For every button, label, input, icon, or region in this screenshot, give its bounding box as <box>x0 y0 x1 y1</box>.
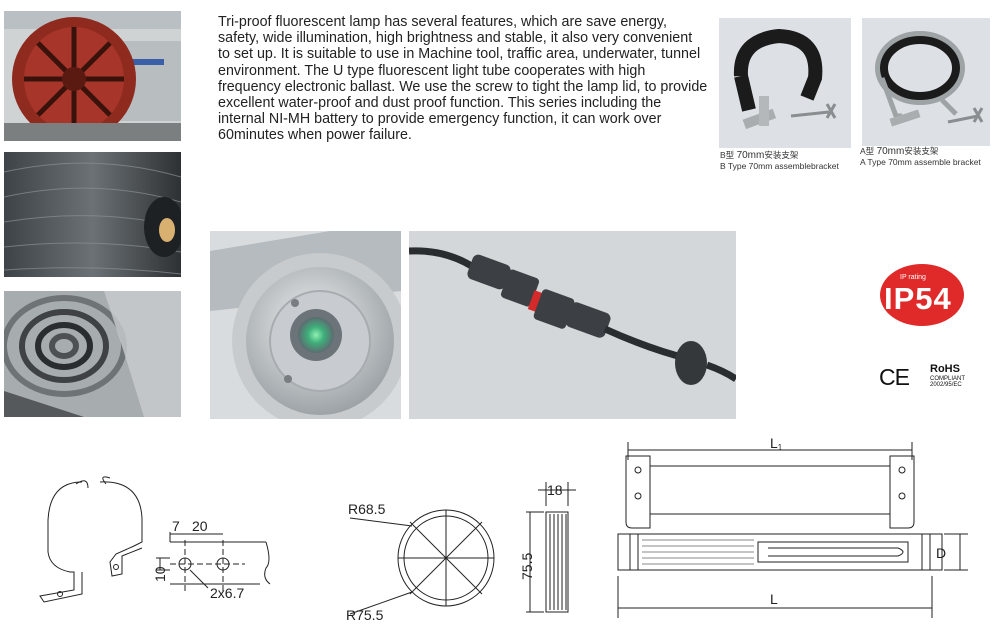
bracket-a-letter: A <box>860 146 866 156</box>
bracket-a-photo <box>862 18 990 146</box>
lamp-l1-subscript: 1 <box>778 443 783 452</box>
lamp-technical-drawing: L1 D L <box>617 436 968 618</box>
waterproof-connector-photo <box>409 231 736 419</box>
bracket-b-size: 70mm <box>736 150 765 161</box>
product-description: Tri-proof fluorescent lamp has several f… <box>218 14 708 144</box>
dim-7-label: 7 <box>172 518 180 534</box>
endcap-height-label: 75.5 <box>519 553 535 580</box>
ce-mark: CE <box>879 364 910 390</box>
endcap-width-label: 18 <box>547 482 563 498</box>
dim-10-label: 10 <box>152 566 168 582</box>
bracket-b-en: B Type 70mm assemblebracket <box>720 161 839 171</box>
bracket-technical-drawing: 7 20 10 2x6.7 <box>39 476 271 603</box>
bracket-b-cn-name: 安装支架 <box>764 151 799 161</box>
lamp-d-label: D <box>936 545 946 561</box>
bracket-a-caption: A型 70mm安装支架 A Type 70mm assemble bracket <box>860 146 1000 167</box>
ip-rating-small-label: IP rating <box>900 274 926 281</box>
bracket-a-en: A Type 70mm assemble bracket <box>860 157 981 167</box>
tunnel-boring-machine-photo <box>4 11 181 141</box>
rohs-directive: 2002/95/EC <box>930 382 962 388</box>
tunnel-interior-photo <box>4 152 181 277</box>
lamp-endcap-photo <box>210 231 401 419</box>
endcap-technical-drawing: R68.5 R75.5 18 75.5 <box>346 482 576 623</box>
bracket-a-size: 70mm <box>876 146 905 157</box>
bracket-b-letter: B <box>720 150 726 160</box>
ip54-badge: IP rating IP54 <box>876 262 966 327</box>
tunnel-motion-photo <box>4 291 181 417</box>
bracket-a-cn-prefix: 型 <box>865 147 875 157</box>
lamp-l-label: L <box>770 591 778 607</box>
r-outer-bottom-label: R75.5 <box>346 607 384 623</box>
dim-20-label: 20 <box>192 518 208 534</box>
lamp-l1-main: L <box>770 436 778 451</box>
lamp-l1-label: L1 <box>770 436 783 452</box>
bracket-b-photo <box>719 18 851 148</box>
rohs-compliant: COMPLIANT <box>930 376 966 382</box>
rohs-title: RoHS <box>930 363 960 375</box>
bracket-b-caption: B型 70mm安装支架 B Type 70mm assemblebracket <box>720 150 860 171</box>
ip-rating-label: IP54 <box>884 281 952 316</box>
r-outer-top-label: R68.5 <box>348 501 386 517</box>
hole-dim-label: 2x6.7 <box>210 585 244 601</box>
bracket-a-cn-name: 安装支架 <box>904 147 939 157</box>
bracket-b-cn-prefix: 型 <box>725 151 735 161</box>
